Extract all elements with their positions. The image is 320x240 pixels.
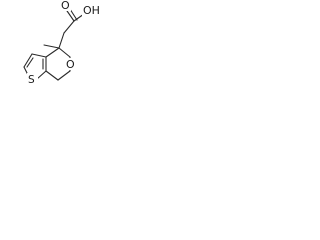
bond-thiophene-s-c1 bbox=[36, 70, 47, 80]
bond-ch2-ch2 bbox=[57, 70, 71, 81]
bond-thiophene-c4-c5 bbox=[23, 53, 33, 68]
bond-ch2-thiophene bbox=[45, 70, 59, 81]
carbonyl-oxygen-label: O bbox=[61, 0, 70, 12]
bond-ch2-quaternary bbox=[58, 32, 65, 49]
label-bg-oh bbox=[82, 4, 101, 17]
chemical-structure: OH O O S bbox=[23, 0, 101, 86]
ring-oxygen-label: O bbox=[66, 58, 75, 71]
sulfur-label: S bbox=[28, 74, 35, 86]
bond-quaternary-thiophene bbox=[45, 47, 60, 58]
bond-ch2-carboxyl bbox=[63, 20, 75, 34]
label-bg-sulfur bbox=[27, 73, 38, 85]
bond-thiophene-c3-c4 bbox=[31, 53, 47, 58]
bond-thiophene-c4-c5-inner bbox=[26, 57, 34, 68]
bond-methyl bbox=[43, 44, 60, 49]
bond-quaternary-ring-oxygen bbox=[58, 47, 71, 58]
label-bg-ring-o bbox=[65, 58, 76, 70]
label-bg-carbonyl-o bbox=[60, 0, 71, 11]
hydroxyl-label: OH bbox=[83, 4, 100, 17]
